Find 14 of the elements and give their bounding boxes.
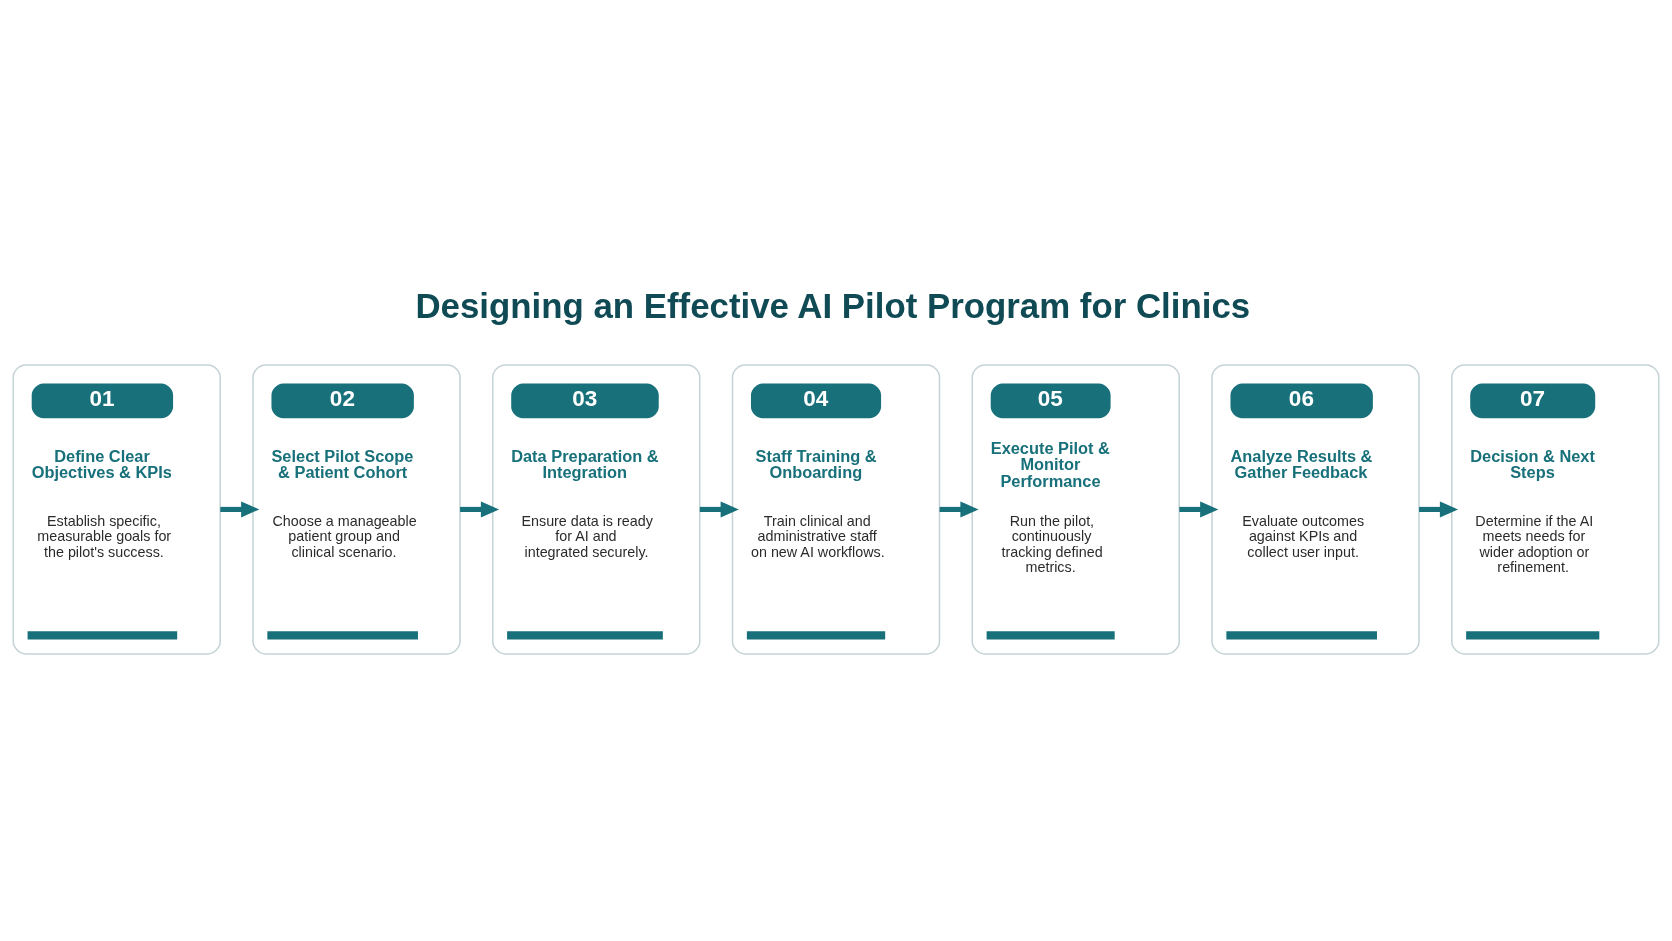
node-box: 04 Staff Training & Onboarding Train clinical and administrative staff on new AI workflows. — [731, 364, 941, 655]
node-box: 06 Analyze Results & Gather Feedback Evaluate outcomes against KPIs and collect user input. — [1211, 364, 1420, 655]
diagram-title: Designing an Effective AI Pilot Program for Clinics — [415, 286, 1251, 326]
node-box: 01 Define Clear Objectives & KPIs Establish specific, measurable goals for the pilot's success. — [12, 364, 221, 655]
arrow — [1419, 501, 1459, 518]
arrow — [460, 501, 500, 518]
node-box: 03 Data Preparation & Integration Ensure data is ready for AI and integrated securely. — [492, 364, 701, 655]
arrow — [939, 501, 979, 518]
node-box: 07 Decision & Next Steps Determine if the AI meets needs for wider adoption or refinement. — [1451, 364, 1660, 655]
arrow — [220, 501, 260, 518]
node-box: 05 Execute Pilot & Monitor Performance Run the pilot, continuously tracking defined metrics. — [971, 364, 1180, 655]
arrow — [1179, 501, 1219, 518]
arrow — [699, 501, 739, 518]
node-box: 02 Select Pilot Scope & Patient Cohort Choose a manageable patient group and clinical scenario. — [252, 364, 461, 655]
